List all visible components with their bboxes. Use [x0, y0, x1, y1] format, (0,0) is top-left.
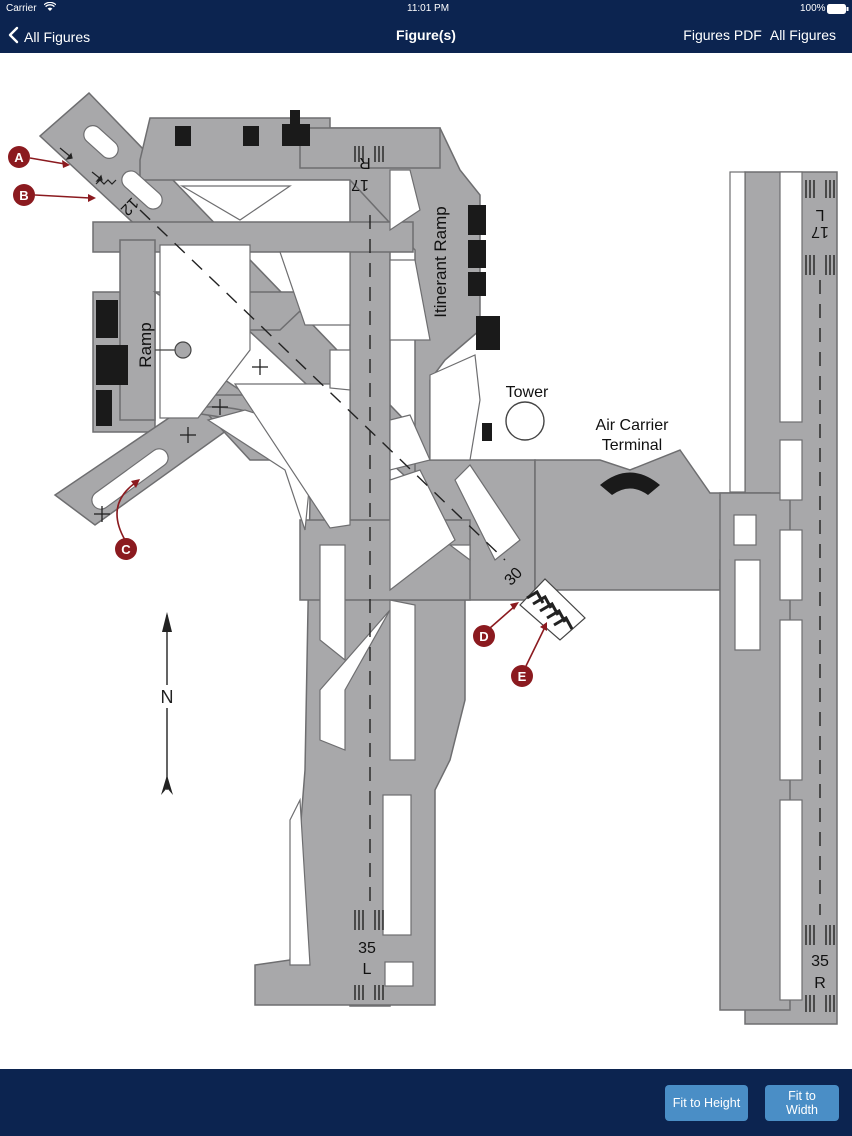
tower-marker — [505, 401, 545, 441]
runway-35l-letter: L — [363, 961, 372, 978]
svg-text:D: D — [479, 629, 488, 644]
clock-time: 11:01 PM — [407, 3, 450, 14]
displaced-threshold-arrows — [59, 147, 117, 185]
runway-17r-letter: R — [359, 154, 371, 171]
north-arrow: N — [161, 612, 174, 795]
battery-icon — [827, 4, 849, 17]
battery-percent: 100% — [800, 3, 826, 14]
back-button-label: All Figures — [24, 28, 91, 45]
callout-arrows — [29, 157, 547, 667]
svg-text:A: A — [14, 150, 24, 165]
svg-text:B: B — [19, 188, 28, 203]
all-figures-button[interactable]: All Figures — [769, 27, 836, 43]
buildings — [96, 110, 660, 495]
airport-diagram: N Ramp Itinerant Ramp Tower Air Carrier … — [8, 91, 838, 1025]
wifi-icon — [43, 1, 57, 15]
itinerant-ramp-label: Itinerant Ramp — [431, 206, 450, 318]
runway-17l-number: 17 — [811, 223, 829, 240]
callout-d: D — [473, 625, 495, 647]
ramp-label: Ramp — [136, 322, 155, 367]
ramp-knob — [155, 341, 192, 359]
chevron-left-icon — [8, 26, 20, 47]
callout-b: B — [13, 184, 35, 206]
figures-pdf-button[interactable]: Figures PDF — [683, 27, 762, 43]
terminal-label-line1: Air Carrier — [596, 417, 670, 434]
north-label: N — [161, 687, 174, 707]
terminal-label-line2: Terminal — [602, 437, 662, 454]
callout-a: A — [8, 146, 30, 168]
carrier-label: Carrier — [6, 3, 37, 14]
fit-to-height-button[interactable]: Fit to Height — [665, 1085, 748, 1121]
runway-35r-letter: R — [814, 975, 826, 992]
runway-centerlines — [139, 209, 821, 915]
fit-to-width-button[interactable]: Fit to Width — [765, 1085, 839, 1121]
callout-c: C — [115, 538, 137, 560]
svg-text:E: E — [518, 669, 527, 684]
intersection-marks — [94, 359, 268, 522]
threshold-markings — [354, 146, 835, 1012]
back-button[interactable]: All Figures — [8, 26, 90, 47]
tower-label: Tower — [506, 384, 549, 401]
status-bar: Carrier 11:01 PM 100% — [0, 0, 852, 18]
svg-text:C: C — [121, 542, 131, 557]
figure-viewer[interactable]: N Ramp Itinerant Ramp Tower Air Carrier … — [0, 53, 852, 1069]
runway-17r-number: 17 — [351, 176, 369, 193]
infield-holes — [83, 125, 803, 1001]
bottom-toolbar: Fit to Height Fit to Width — [0, 1069, 852, 1136]
runway-17l-letter: L — [815, 206, 824, 223]
diagram-labels: Ramp Itinerant Ramp Tower Air Carrier Te… — [117, 154, 829, 992]
navigation-bar: All Figures Figure(s) Figures PDF All Fi… — [0, 18, 852, 53]
runway-35l-number: 35 — [358, 940, 376, 957]
runway-35r-number: 35 — [811, 953, 829, 970]
callout-e: E — [511, 665, 533, 687]
